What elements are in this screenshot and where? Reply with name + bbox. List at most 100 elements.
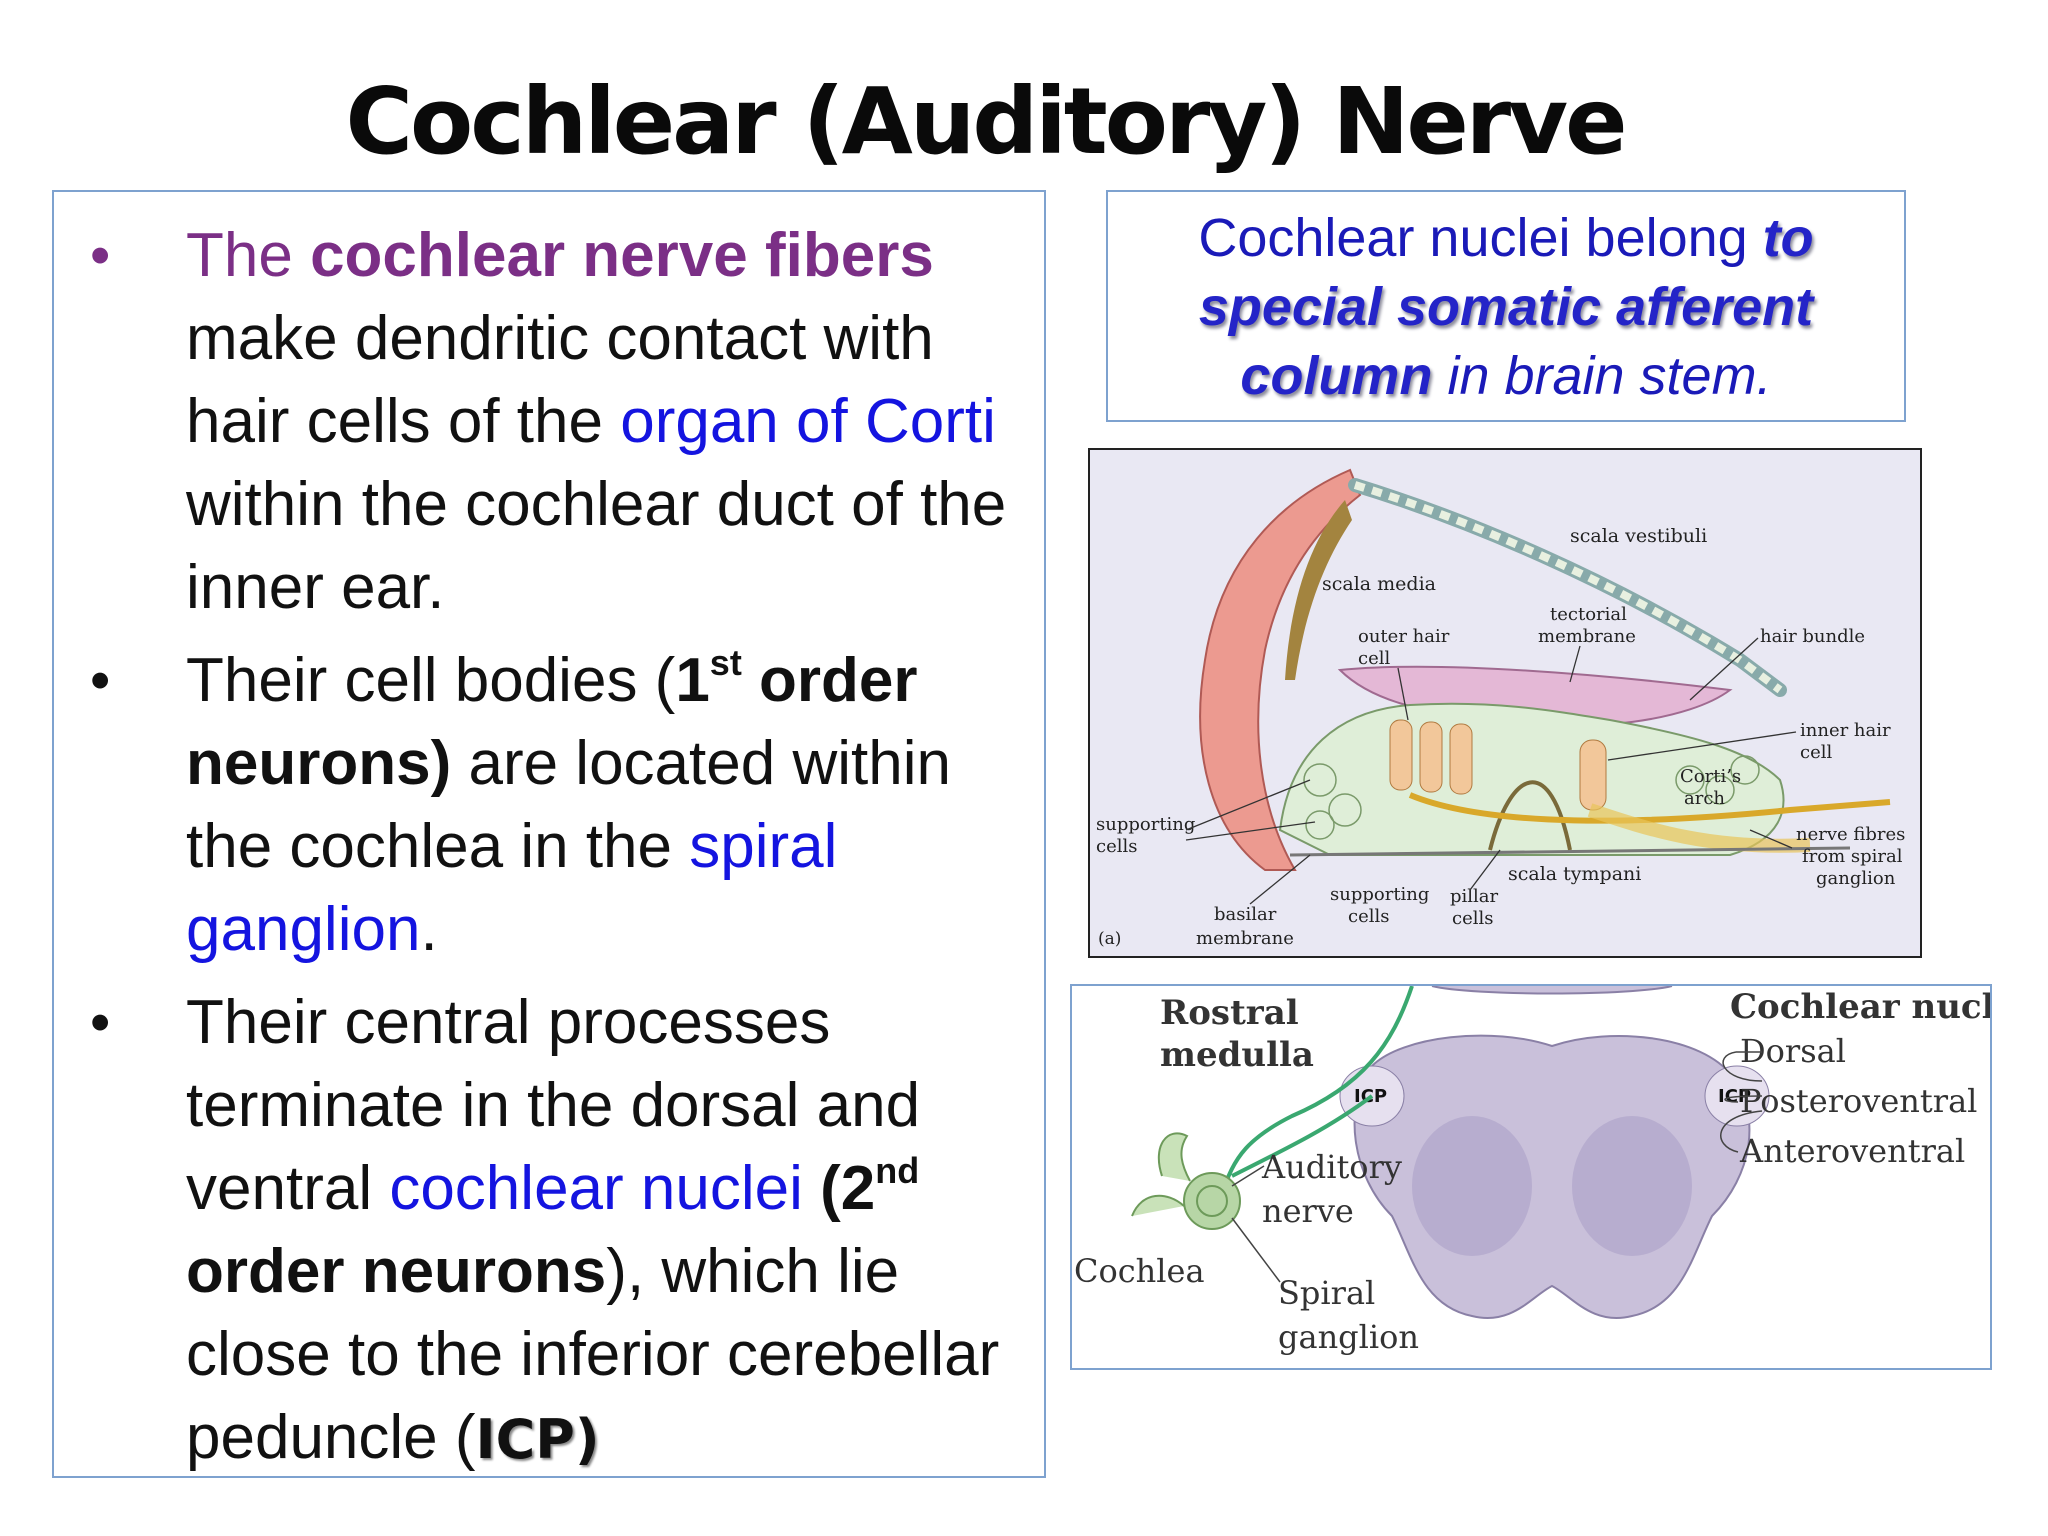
- label-nerve-2: from spiral: [1802, 846, 1903, 867]
- rostral-medulla-diagram: ICP ICP Rostral medulla Cochlear nuclei …: [1074, 986, 1992, 1356]
- bullet2-ordinal: 1: [675, 646, 710, 715]
- leader-line: [1185, 821, 1316, 841]
- leader-line: [1569, 645, 1581, 683]
- cell-outline: [1328, 793, 1362, 827]
- bullet3-paren: (: [802, 1154, 841, 1223]
- cell-outline: [1303, 763, 1337, 797]
- outer-hair-cell: [1449, 723, 1473, 795]
- bullet-item: • Their cell bodies (1st order neurons) …: [72, 639, 1024, 971]
- bullet3-ordinal-sup: nd: [875, 1150, 920, 1191]
- leader-line: [1689, 637, 1759, 701]
- leader-line: [1249, 854, 1311, 905]
- label-cortis-1: Corti’s: [1680, 766, 1741, 787]
- label-anteroventral: Anteroventral: [1739, 1132, 1965, 1170]
- label-outer-hair-1: outer hair: [1358, 626, 1450, 647]
- medulla-top-edge: [1431, 986, 1673, 995]
- leader-line: [1724, 1095, 1763, 1103]
- label-tectorial-2: membrane: [1538, 626, 1636, 647]
- label-supporting-b1: supporting: [1330, 884, 1429, 905]
- label-cortis-2: arch: [1684, 788, 1725, 809]
- leader-line: [1469, 849, 1501, 891]
- label-nerve-3: ganglion: [1816, 868, 1896, 889]
- label-posteroventral: Posteroventral: [1740, 1082, 1977, 1120]
- semicircular-canal: [1157, 1132, 1191, 1182]
- bullet1-organ-of-corti: organ of Corti: [620, 387, 996, 456]
- cell-outline: [1705, 775, 1735, 805]
- cochlea-spiral: [1196, 1185, 1228, 1217]
- label-pillar-1: pillar: [1450, 886, 1499, 907]
- label-basilar-2: membrane: [1196, 928, 1294, 949]
- note-emphasis: to special somatic afferent column: [1198, 208, 1814, 406]
- leader-line: [1607, 731, 1797, 761]
- bullet2-period: .: [420, 895, 438, 964]
- bullet1-text-2: make dendritic contact with hair cells o…: [186, 304, 934, 456]
- leader-line: [1231, 1217, 1281, 1283]
- bullet2-spiral-ganglion: spiral ganglion: [186, 812, 838, 964]
- label-inner-hair-2: cell: [1800, 742, 1832, 763]
- label-pillar-2: cells: [1452, 908, 1493, 929]
- label-hair-bundle: hair bundle: [1760, 626, 1865, 647]
- label-spiral-2: ganglion: [1278, 1318, 1419, 1356]
- spiral-limbus-shape: [1199, 468, 1362, 871]
- leader-line: [1185, 779, 1311, 831]
- label-rostral-2: medulla: [1160, 1035, 1314, 1075]
- bullet-dot: •: [90, 223, 111, 288]
- cell-outline: [1305, 810, 1335, 840]
- bullet-dot: •: [90, 990, 111, 1055]
- basilar-membrane-line: [1289, 846, 1851, 857]
- auditory-nerve-fiber: [1220, 986, 1414, 1197]
- label-rostral-1: Rostral: [1160, 993, 1299, 1033]
- bullet2-text-1: Their cell bodies (: [186, 646, 676, 715]
- label-scala-media: scala media: [1322, 573, 1436, 595]
- cell-outline: [1675, 765, 1705, 795]
- outer-hair-cell: [1419, 721, 1443, 793]
- auditory-nerve-fiber: [1231, 1094, 1374, 1178]
- slide-title: Cochlear (Auditory) Nerve: [345, 68, 1627, 175]
- note-text-1: Cochlear nuclei belong: [1198, 208, 1763, 268]
- outer-hair-cell: [1389, 719, 1413, 791]
- leader-line: [1722, 1051, 1763, 1082]
- note-box: Cochlear nuclei belong to special somati…: [1106, 190, 1906, 422]
- bullet2-ordinal-sup: st: [709, 642, 742, 683]
- leader-line: [1749, 829, 1793, 849]
- label-scala-vestibuli: scala vestibuli: [1570, 525, 1707, 547]
- label-nuclei-title: Cochlear nuclei: [1730, 987, 1992, 1027]
- bullet3-order-neurons: order neurons: [186, 1237, 607, 1306]
- bullet1-text-3: within the cochlear duct of the inner ea…: [186, 470, 1007, 622]
- bullet1-term: cochlear nerve fibers: [310, 221, 934, 290]
- stria-shape: [1285, 500, 1352, 680]
- leader-line: [1231, 1165, 1265, 1187]
- label-tectorial-1: tectorial: [1550, 604, 1627, 625]
- label-panel: (a): [1098, 929, 1121, 949]
- leader-line: [1397, 667, 1409, 721]
- nerve-bundle: [1587, 803, 1811, 853]
- label-inner-hair-1: inner hair: [1800, 720, 1891, 741]
- olive-right: [1572, 1116, 1692, 1256]
- label-scala-tympani: scala tympani: [1508, 863, 1641, 885]
- bullet1-text-1: The: [186, 221, 311, 290]
- label-outer-hair-2: cell: [1358, 648, 1390, 669]
- bullet-item: • The cochlear nerve fibers make dendrit…: [72, 214, 1024, 629]
- label-supporting-2: cells: [1096, 836, 1137, 857]
- cochlea-shape: [1183, 1172, 1241, 1230]
- bullet3-cochlear-nuclei: cochlear nuclei: [389, 1154, 803, 1223]
- label-basilar-1: basilar: [1214, 904, 1277, 925]
- bullet3-text-1: Their central processes terminate in the…: [186, 988, 921, 1223]
- label-cochlea: Cochlea: [1074, 1252, 1205, 1290]
- bullet2-text-2: are located within the cochlea in the: [186, 729, 951, 881]
- nerve-fibre: [1408, 792, 1891, 824]
- rostral-medulla-figure: ICP ICP Rostral medulla Cochlear nuclei …: [1070, 984, 1992, 1370]
- inner-hair-cell: [1579, 739, 1607, 811]
- reissners-membrane-cells: [1353, 481, 1783, 694]
- bullet3-ordinal: 2: [840, 1154, 876, 1223]
- label-spiral-1: Spiral: [1278, 1274, 1375, 1312]
- vestibule-shape: [1131, 1194, 1185, 1217]
- note-text-2: in brain stem.: [1432, 346, 1772, 406]
- label-auditory-1: Auditory: [1261, 1148, 1402, 1186]
- bullet-list: • The cochlear nerve fibers make dendrit…: [72, 214, 1024, 1481]
- olive-left: [1412, 1116, 1532, 1256]
- label-nerve-1: nerve fibres: [1796, 824, 1905, 845]
- label-dorsal: Dorsal: [1740, 1032, 1846, 1070]
- cell-outline: [1730, 755, 1760, 785]
- bullet-item: • Their central processes terminate in t…: [72, 981, 1024, 1481]
